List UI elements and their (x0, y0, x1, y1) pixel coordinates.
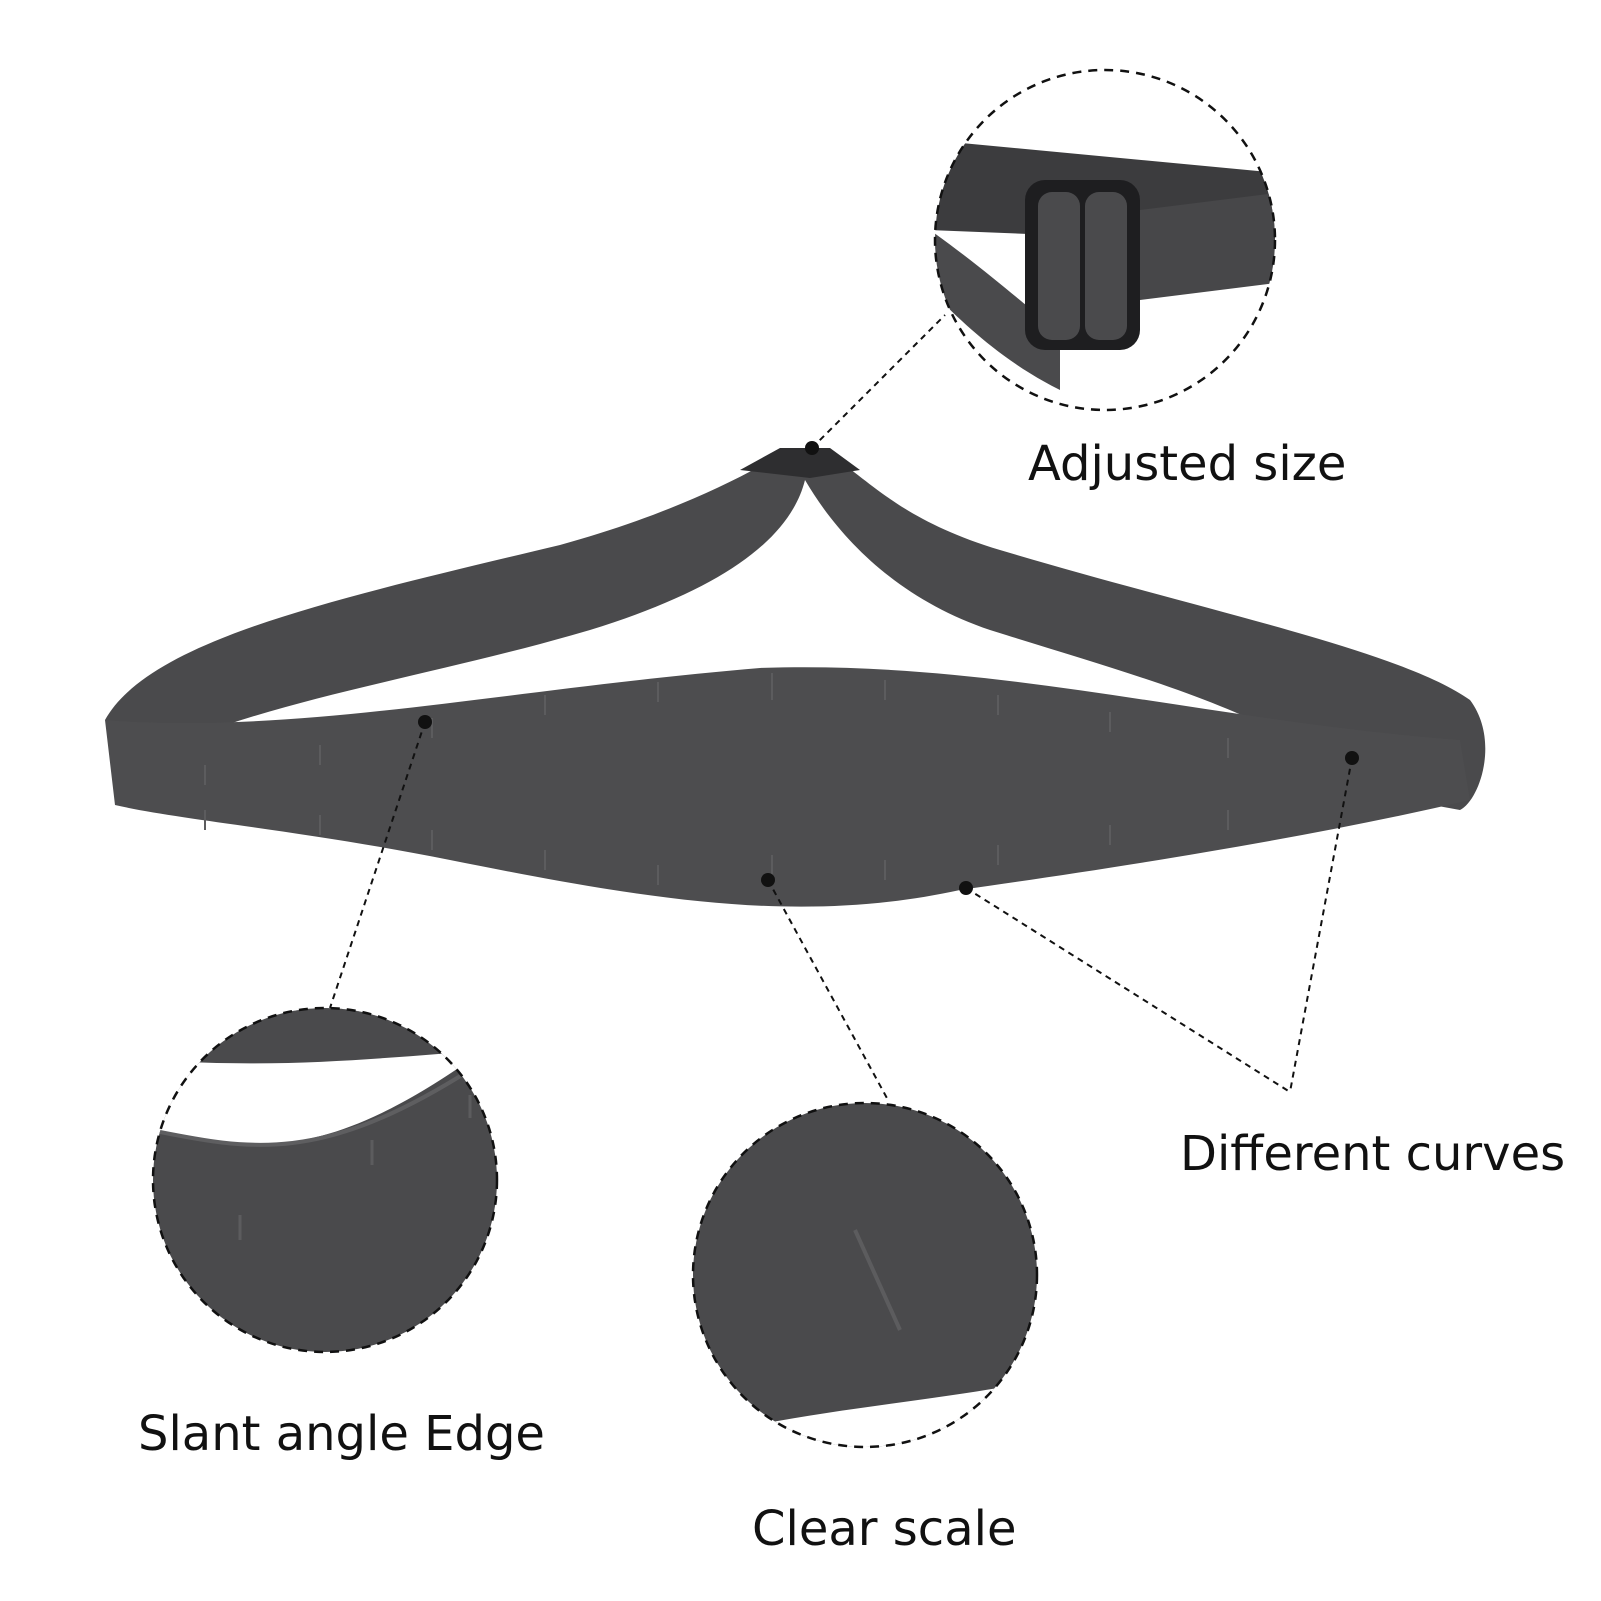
leader-lines (329, 314, 1353, 1101)
label-clear-scale: Clear scale (752, 1501, 1017, 1557)
band-front-plate (105, 667, 1470, 907)
label-adjusted-size: Adjusted size (1028, 436, 1347, 492)
leader-dots (418, 441, 1359, 895)
callout-adjusted-size-circle (933, 68, 1277, 412)
callout-clear-scale-circle (691, 1101, 1039, 1449)
label-different-curves: Different curves (1180, 1126, 1566, 1182)
callout-slant-angle-circle (151, 1006, 499, 1354)
label-slant-angle-edge: Slant angle Edge (138, 1406, 545, 1462)
